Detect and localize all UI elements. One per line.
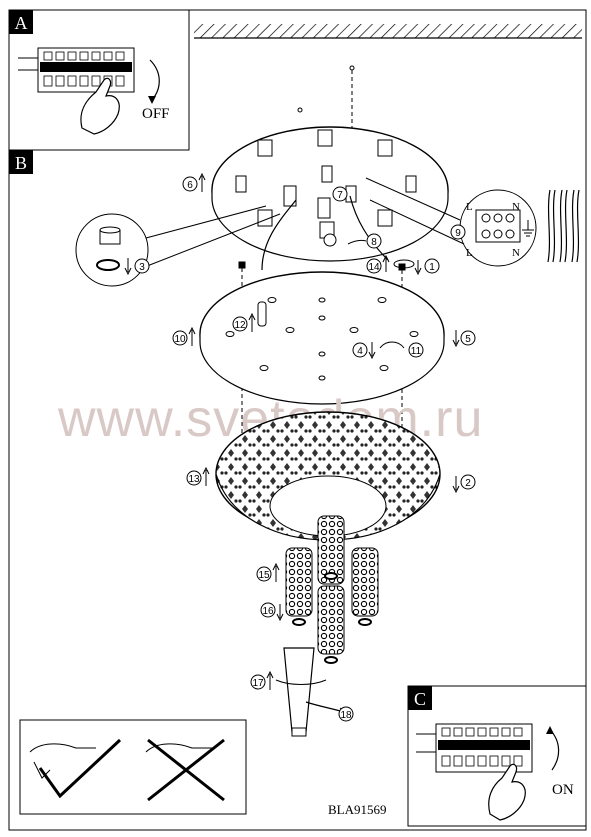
step-10: 10 xyxy=(172,326,196,346)
svg-text:1: 1 xyxy=(429,262,435,273)
svg-text:15: 15 xyxy=(258,570,270,581)
step-16: 16 xyxy=(260,602,284,622)
panel-a: A OFF xyxy=(8,9,190,151)
svg-text:16: 16 xyxy=(262,606,274,617)
step-9: 9 xyxy=(455,228,461,239)
step-15: 15 xyxy=(256,562,280,582)
step-12: 12 xyxy=(232,312,256,332)
panel-c-action: ON xyxy=(552,782,574,798)
cross-mark-icon xyxy=(147,738,225,802)
rotate-up-arrow-icon xyxy=(549,729,560,771)
crystal-shade xyxy=(215,411,441,541)
panel-b-letter-box xyxy=(9,150,33,174)
svg-text:8: 8 xyxy=(371,237,377,248)
step-14: 14 xyxy=(366,254,390,274)
step-11: 11 xyxy=(379,341,424,358)
step-13: 13 xyxy=(186,466,210,486)
svg-text:13: 13 xyxy=(188,474,200,485)
mounting-plate xyxy=(199,271,445,405)
panel-c-letter: C xyxy=(414,689,426,709)
arrow-down-icon xyxy=(124,258,132,276)
ceiling-canopy xyxy=(211,126,449,271)
terminal-l-bottom: L xyxy=(466,247,473,259)
step-4: 4 xyxy=(352,342,376,360)
panel-b-letter: B xyxy=(15,153,27,173)
earth-icon xyxy=(522,220,534,237)
step-6: 6 xyxy=(182,172,206,192)
supply-cables xyxy=(547,189,580,263)
svg-text:10: 10 xyxy=(174,334,186,345)
model-code: BLA91569 xyxy=(328,802,387,817)
socket-detail: 3 xyxy=(75,205,281,287)
panel-c-letter-box xyxy=(408,686,432,710)
svg-text:2: 2 xyxy=(465,478,471,489)
circuit-breaker-block-c xyxy=(416,723,533,773)
step-1: 1 xyxy=(414,258,440,276)
circuit-breaker-block-a xyxy=(18,47,135,93)
svg-text:17: 17 xyxy=(252,678,264,689)
panel-a-letter-box xyxy=(9,10,33,34)
rotate-down-arrow-icon xyxy=(149,59,160,101)
step-3: 3 xyxy=(139,262,145,273)
svg-text:4: 4 xyxy=(357,346,363,357)
hand-icon xyxy=(80,77,120,135)
step-7: 7 xyxy=(332,186,348,202)
hand-icon xyxy=(488,763,526,821)
svg-text:5: 5 xyxy=(465,334,471,345)
svg-text:7: 7 xyxy=(337,190,343,201)
terminal-n-bottom: N xyxy=(512,247,520,259)
panel-a-action: OFF xyxy=(142,106,170,122)
panel-c: C ON xyxy=(407,685,587,827)
outer-frame xyxy=(8,9,587,831)
panel-a-letter: A xyxy=(15,13,28,33)
step-18: 18 xyxy=(338,706,354,722)
step-5: 5 xyxy=(452,330,476,348)
svg-text:11: 11 xyxy=(411,346,422,357)
step-17: 17 xyxy=(250,670,274,690)
crystal-drops xyxy=(285,515,379,664)
svg-text:6: 6 xyxy=(187,180,193,191)
svg-text:12: 12 xyxy=(234,320,246,331)
handling-panel xyxy=(19,719,247,815)
ceiling-hatch xyxy=(194,24,582,39)
terminal-l-top: L xyxy=(466,201,473,213)
step-2: 2 xyxy=(452,474,476,494)
svg-text:14: 14 xyxy=(368,262,380,273)
check-mark-icon xyxy=(38,738,122,799)
terminal-n-top: N xyxy=(512,201,520,213)
terminal-detail: L N L N 9 xyxy=(365,177,537,267)
step-8: 8 xyxy=(347,233,382,249)
svg-text:18: 18 xyxy=(340,710,352,721)
